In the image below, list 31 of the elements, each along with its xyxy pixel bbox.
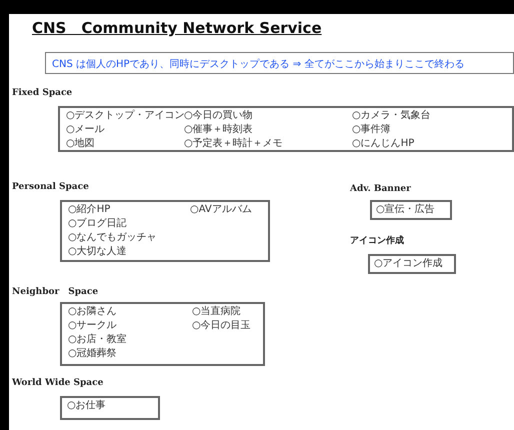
list-item: ○ブログ日記 (68, 218, 127, 230)
banner-box: CNS は個人のHPであり、同時にデスクトップである ⇒ 全てがここから始まりここで終わる (45, 52, 514, 74)
list-item: ○なんでもガッチャ (68, 232, 157, 244)
list-item: ○宣伝・広告 (376, 204, 435, 216)
list-item: ○地図 (66, 138, 95, 150)
list-item: ○お店・教室 (68, 334, 127, 346)
list-item: ○今日の買い物 (184, 110, 253, 122)
list-item: ○当直病院 (192, 306, 241, 318)
list-item: ○にんじんHP (352, 138, 414, 150)
list-item: ○サークル (68, 320, 117, 332)
section-heading: World Wide Space (12, 378, 104, 388)
section-heading: Neighbor Space (12, 286, 98, 298)
list-item: ○大切な人達 (68, 246, 127, 258)
page-title: CNS Community Network Service (32, 19, 322, 38)
list-item: ○AVアルバム (190, 204, 252, 216)
list-item: ○お仕事 (67, 400, 106, 412)
list-item: ○事件簿 (352, 124, 391, 136)
list-item: ○冠婚葬祭 (68, 348, 117, 360)
list-item: ○アイコン作成 (374, 258, 443, 270)
list-item: ○催事＋時刻表 (184, 124, 253, 136)
list-item: ○紹介HP (68, 204, 110, 216)
list-item: ○今日の目玉 (192, 320, 251, 332)
section-heading: アイコン作成 (350, 234, 404, 247)
list-item: ○デスクトップ・アイコン (66, 110, 185, 122)
list-item: ○予定表＋時計＋メモ (184, 138, 283, 150)
list-item: ○カメラ・気象台 (352, 110, 431, 122)
list-item: ○お隣さん (68, 306, 117, 318)
section-heading: Fixed Space (12, 88, 72, 98)
section-heading: Adv. Banner (350, 184, 411, 194)
list-item: ○メール (66, 124, 105, 136)
section-heading: Personal Space (12, 182, 89, 192)
